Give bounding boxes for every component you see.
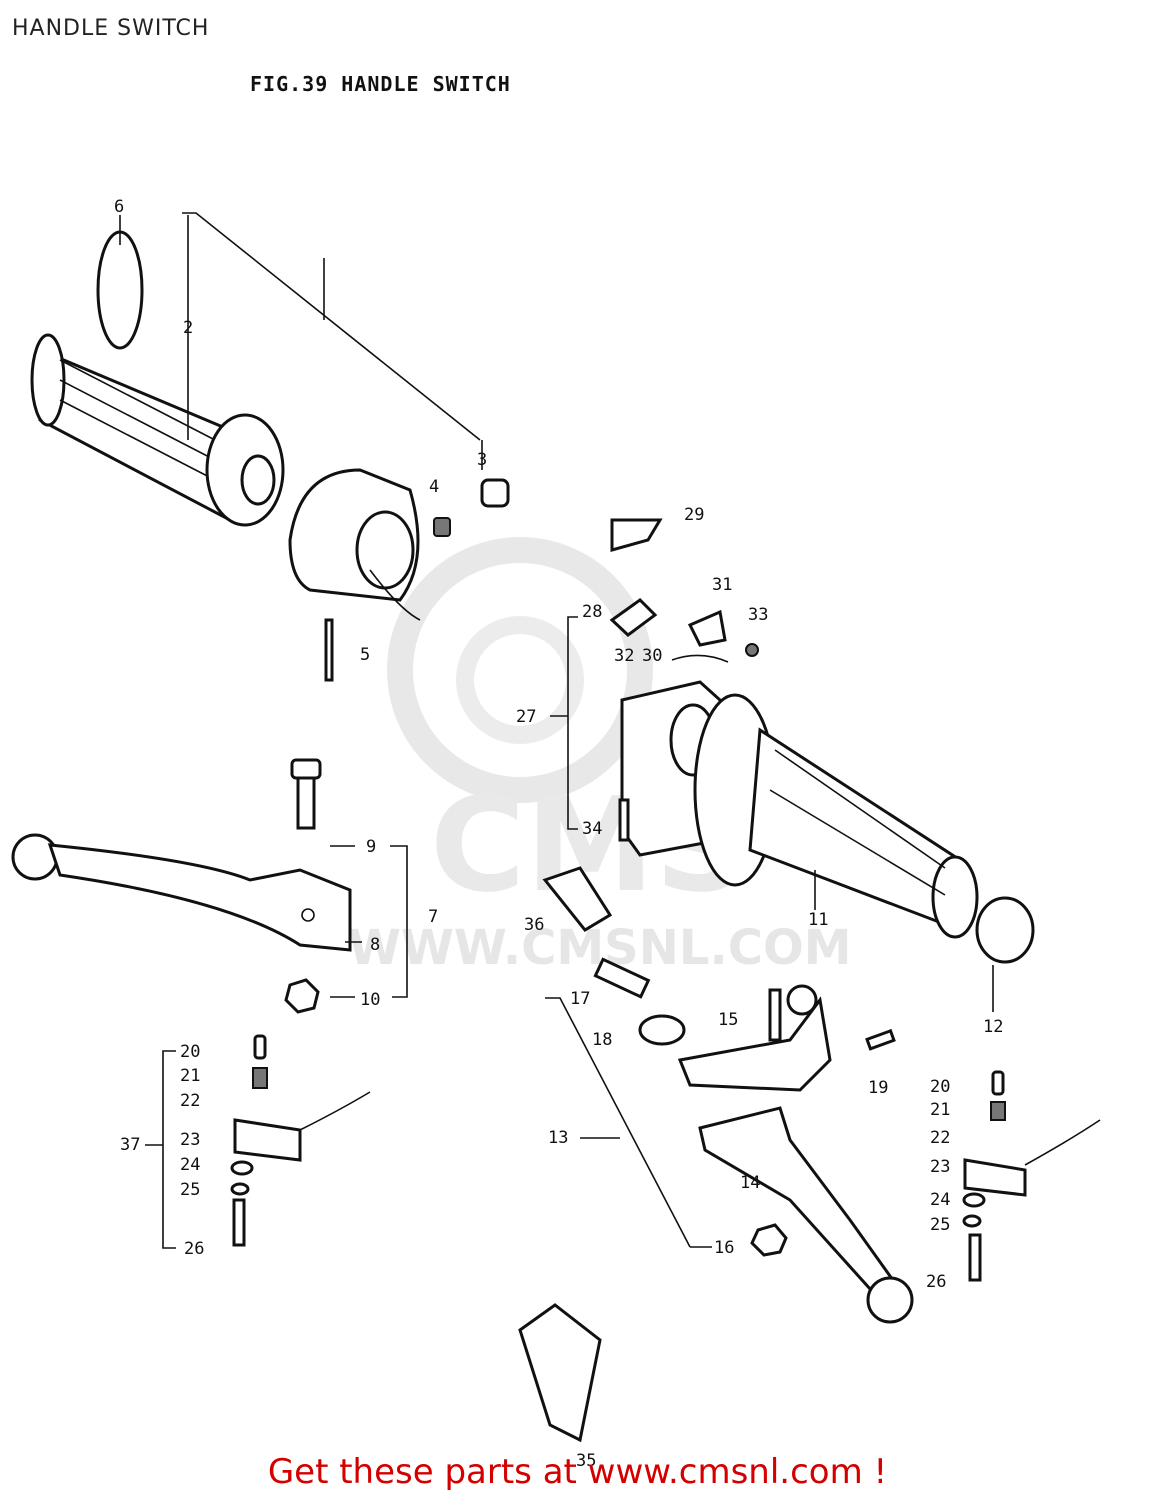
screw-19 xyxy=(865,1028,896,1051)
figure-title: FIG.39 HANDLE SWITCH xyxy=(250,72,511,96)
callout-28: 28 xyxy=(582,602,602,622)
callout-19: 19 xyxy=(868,1078,888,1098)
page-title: HANDLE SWITCH xyxy=(12,16,210,41)
callout-10: 10 xyxy=(360,990,380,1010)
callout-25-right: 25 xyxy=(930,1215,950,1235)
callout-18: 18 xyxy=(592,1030,612,1050)
callout-17: 17 xyxy=(570,989,590,1009)
callout-13: 13 xyxy=(548,1128,568,1148)
callout-14: 14 xyxy=(740,1173,760,1193)
nut-16 xyxy=(750,1223,788,1257)
callout-29: 29 xyxy=(684,505,704,525)
left-switch-housing xyxy=(288,468,421,621)
switch-part-31 xyxy=(687,609,727,647)
callout-9: 9 xyxy=(366,837,376,857)
callout-21-left: 21 xyxy=(180,1066,200,1086)
callout-32: 32 xyxy=(614,646,634,666)
callout-24-right: 24 xyxy=(930,1190,950,1210)
right-handle-grip xyxy=(693,693,979,939)
callout-3: 3 xyxy=(477,450,487,470)
switch-knob-29 xyxy=(610,518,663,552)
screw-33 xyxy=(745,643,759,657)
callout-5: 5 xyxy=(360,645,370,665)
callout-16: 16 xyxy=(714,1238,734,1258)
throttle-cable-boot xyxy=(542,866,613,932)
screw-part xyxy=(324,618,334,682)
callout-20-right: 20 xyxy=(930,1077,950,1097)
callout-8: 8 xyxy=(370,935,380,955)
brake-lever-bracket xyxy=(677,984,832,1092)
pin-15 xyxy=(768,988,782,1042)
callout-labels: 2 3 4 5 6 7 8 9 10 11 12 13 14 15 16 17 … xyxy=(114,197,1003,1471)
left-switch-subparts xyxy=(230,1034,371,1247)
washer-18 xyxy=(638,1014,686,1046)
lever-nut xyxy=(284,978,320,1014)
contact-30 xyxy=(671,654,729,663)
callout-7: 7 xyxy=(428,907,438,927)
callout-12: 12 xyxy=(983,1017,1003,1037)
callout-36: 36 xyxy=(524,915,544,935)
left-handle-grip xyxy=(30,230,285,527)
callout-2: 2 xyxy=(183,318,193,338)
callout-26-left: 26 xyxy=(184,1239,204,1259)
callout-4: 4 xyxy=(429,477,439,497)
callout-26-right: 26 xyxy=(926,1272,946,1292)
callout-23-right: 23 xyxy=(930,1157,950,1177)
footer-parts-link[interactable]: Get these parts at www.cmsnl.com ! xyxy=(267,1452,888,1492)
brake-lever xyxy=(698,1106,914,1324)
switch-part-28 xyxy=(609,598,658,637)
collar-part xyxy=(480,478,510,508)
callout-20-left: 20 xyxy=(180,1042,200,1062)
spring-part xyxy=(433,517,451,537)
lever-bolt xyxy=(290,758,322,830)
callout-34: 34 xyxy=(582,819,602,839)
callout-22-left: 22 xyxy=(180,1091,200,1111)
callout-30: 30 xyxy=(642,646,662,666)
callout-31: 31 xyxy=(712,575,732,595)
callout-23-left: 23 xyxy=(180,1130,200,1150)
callout-35: 35 xyxy=(576,1451,596,1471)
callout-6: 6 xyxy=(114,197,124,217)
callout-11: 11 xyxy=(808,910,828,930)
clutch-lever xyxy=(11,833,352,952)
callout-27: 27 xyxy=(516,707,536,727)
callout-33: 33 xyxy=(748,605,768,625)
callout-21-right: 21 xyxy=(930,1100,950,1120)
screw-34 xyxy=(618,798,630,842)
callout-24-left: 24 xyxy=(180,1155,200,1175)
bolt-17 xyxy=(593,957,651,999)
callout-15: 15 xyxy=(718,1010,738,1030)
right-switch-subparts xyxy=(962,1070,1101,1282)
callout-25-left: 25 xyxy=(180,1180,200,1200)
callout-37: 37 xyxy=(120,1135,140,1155)
bar-end-cap xyxy=(975,896,1035,964)
lever-boot-35 xyxy=(518,1303,602,1443)
callout-22-right: 22 xyxy=(930,1128,950,1148)
